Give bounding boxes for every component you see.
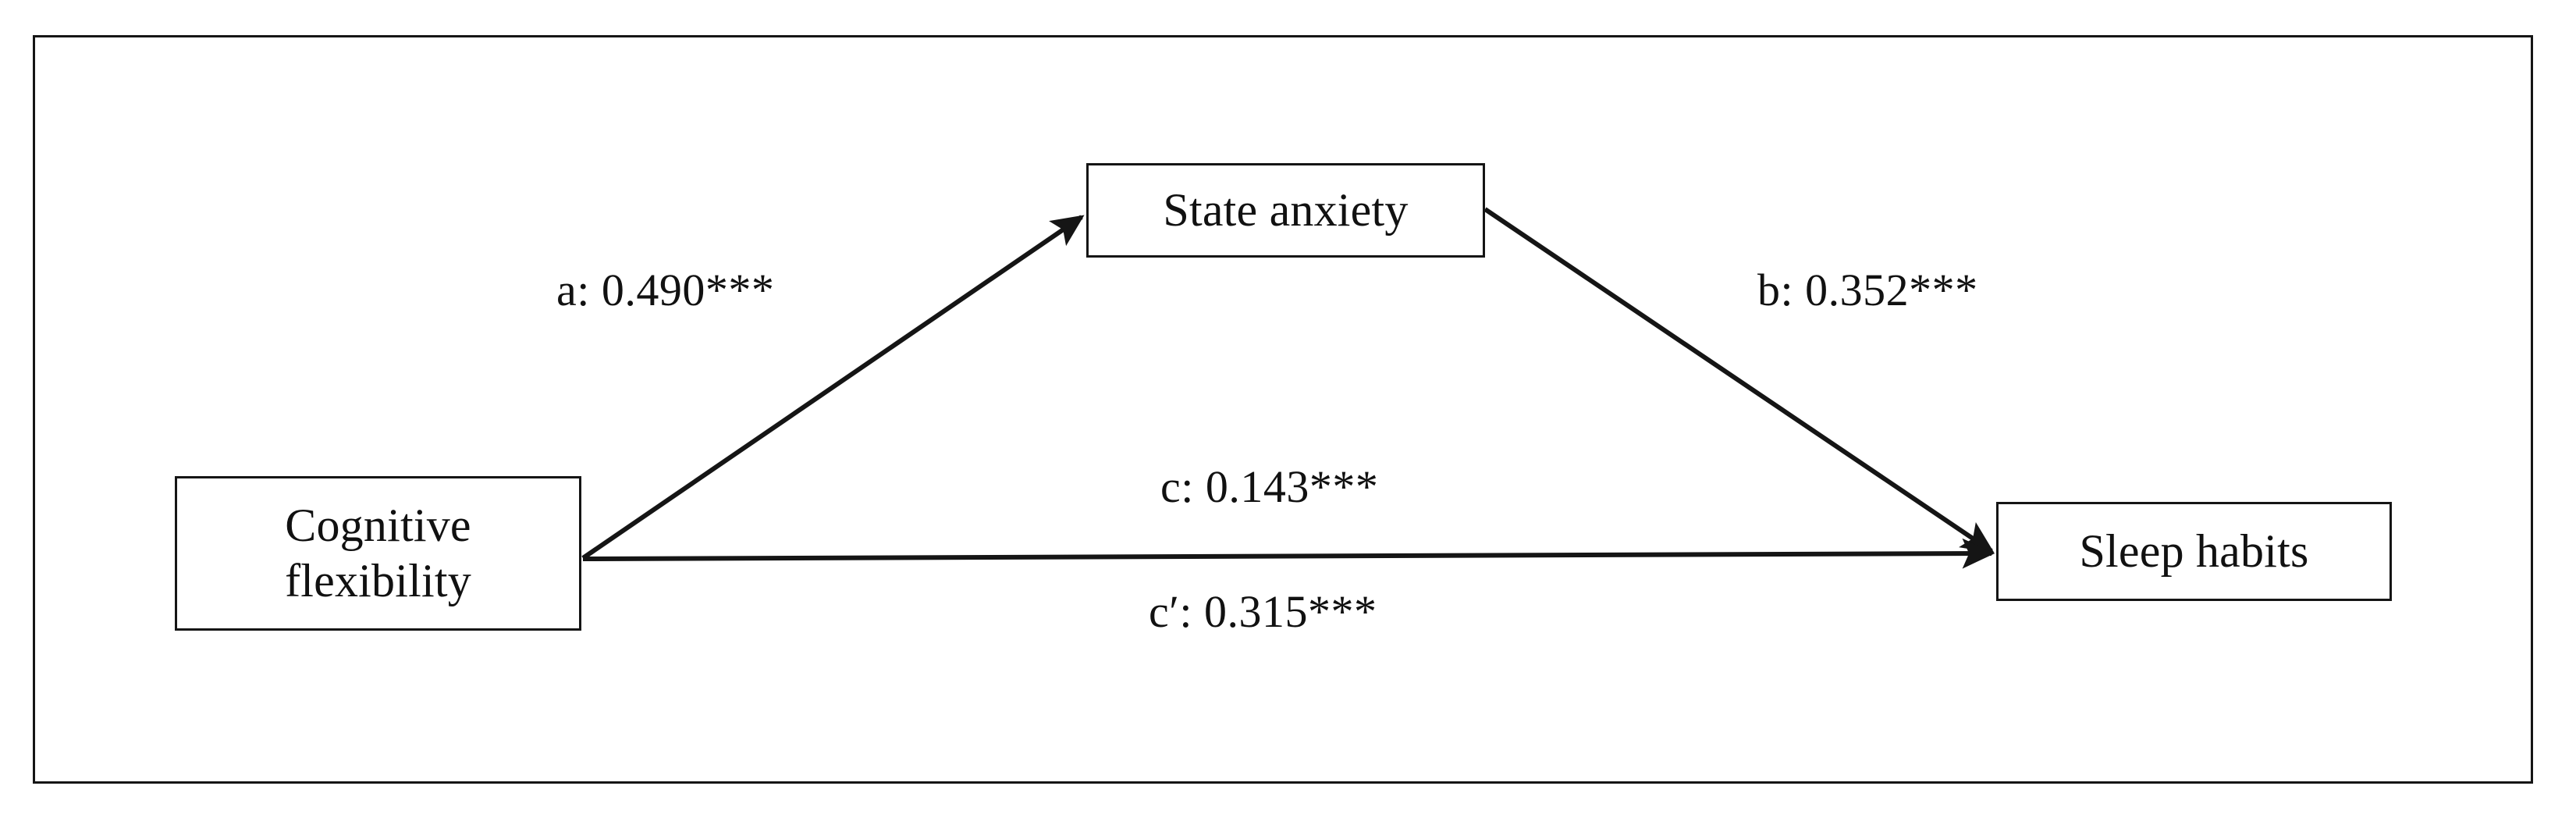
node-sleep-habits-label: Sleep habits xyxy=(2079,525,2309,578)
node-cognitive-flexibility-label: Cognitive flexibility xyxy=(285,500,471,606)
path-c-label: c: 0.143*** xyxy=(1160,461,1379,512)
node-cognitive-flexibility: Cognitive flexibility xyxy=(175,476,581,631)
path-a-arrow xyxy=(581,215,1085,560)
node-state-anxiety-label: State anxiety xyxy=(1163,184,1409,237)
path-b-label: b: 0.352*** xyxy=(1757,265,1978,315)
path-c-arrow xyxy=(582,538,1995,569)
figure-border-frame xyxy=(33,35,2533,784)
node-state-anxiety: State anxiety xyxy=(1086,163,1485,258)
path-a-label: a: 0.490*** xyxy=(556,265,775,315)
node-sleep-habits: Sleep habits xyxy=(1996,502,2392,601)
path-c-prime-label: c′: 0.315*** xyxy=(1149,586,1377,637)
path-b-arrow xyxy=(1483,207,1995,553)
